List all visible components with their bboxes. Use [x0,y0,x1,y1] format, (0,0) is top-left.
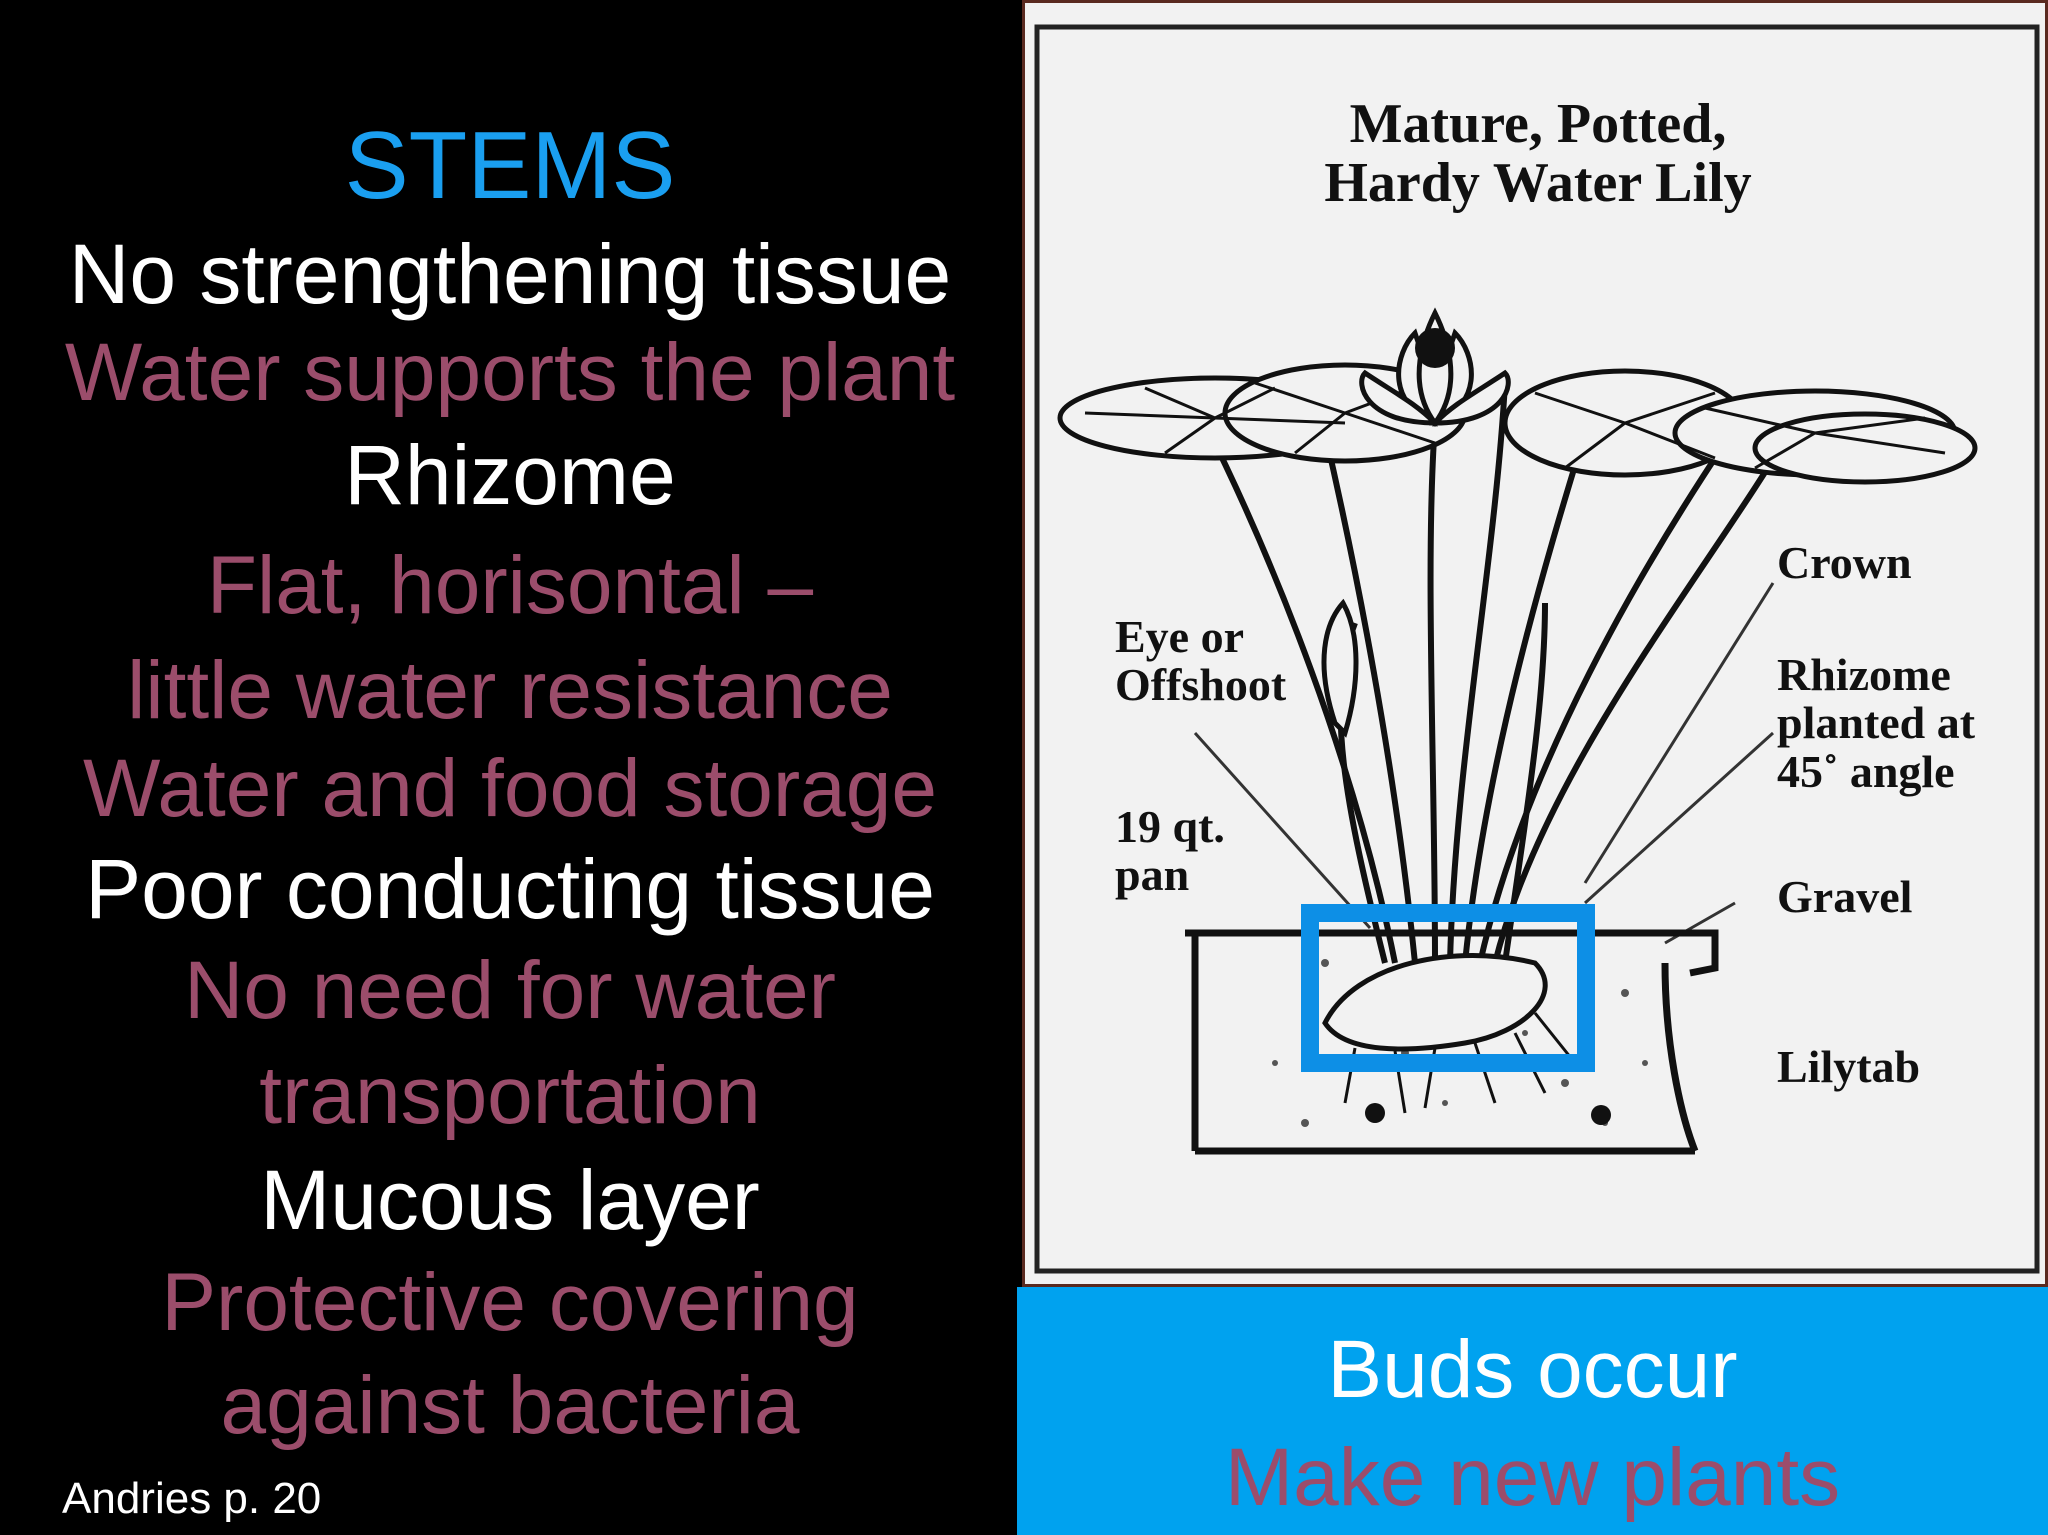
label-line: Eye or [1115,611,1245,662]
slide-text-column: STEMS No strengthening tissue Water supp… [0,0,1020,1535]
buds-callout: Buds occur Make new plants [1017,1287,2048,1535]
point-detail: little water resistance [127,645,893,736]
figure-title: Mature, Potted, Hardy Water Lily [1025,95,2048,213]
point-heading: Poor conducting tissue [85,842,935,936]
label-rhizome: Rhizome planted at 45˚ angle [1777,649,1976,797]
point-detail: Water supports the plant [64,327,956,418]
slide-title: STEMS [344,112,676,219]
point-detail: Water and food storage [83,743,937,834]
label-line: 45˚ angle [1777,745,1955,797]
point-detail: transportation [259,1050,761,1141]
pot [1185,929,1719,1155]
figure-title-line: Hardy Water Lily [1324,151,1752,214]
lily-stems [1202,382,1798,964]
callout-detail: Make new plants [1224,1432,1841,1523]
lilytab-pellet [1591,1105,1611,1125]
pointer-lines [1193,582,1775,945]
lily-leaves [1057,362,1978,485]
callout-heading: Buds occur [1327,1324,1738,1415]
point-detail: No need for water [184,945,836,1036]
point-detail: Protective covering [161,1257,859,1348]
label-gravel: Gravel [1777,871,1913,922]
label-line: Rhizome [1777,649,1951,700]
lilytab-pellet [1365,1103,1385,1123]
point-heading: No strengthening tissue [68,227,952,321]
label-line: planted at [1777,697,1976,749]
highlight-box [1301,904,1595,1072]
label-eye-offshoot: Eye or Offshoot [1115,611,1287,711]
flower-center [1415,328,1455,368]
label-line: pan [1115,849,1190,901]
point-detail: against bacteria [220,1360,800,1451]
label-pan: 19 qt. pan [1115,801,1225,901]
point-heading: Mucous layer [260,1153,760,1247]
credit-text: Andries p. 20 [62,1474,322,1523]
label-crown: Crown [1777,537,1912,588]
bud-offshoot [1321,598,1359,738]
point-detail: Flat, horisontal – [206,540,814,631]
label-lilytab: Lilytab [1777,1041,1921,1092]
figure-frame [1034,24,2040,1274]
label-line: 19 qt. [1115,801,1225,852]
water-lily-diagram: Mature, Potted, Hardy Water Lily Eye or … [1022,0,2048,1287]
label-line: Offshoot [1115,659,1287,711]
point-heading: Rhizome [344,428,676,522]
leaf-veins [1084,381,1946,470]
rhizome [1322,953,1548,1052]
water-lily-illustration [1034,24,2040,1274]
figure-title-line: Mature, Potted, [1349,93,1727,155]
